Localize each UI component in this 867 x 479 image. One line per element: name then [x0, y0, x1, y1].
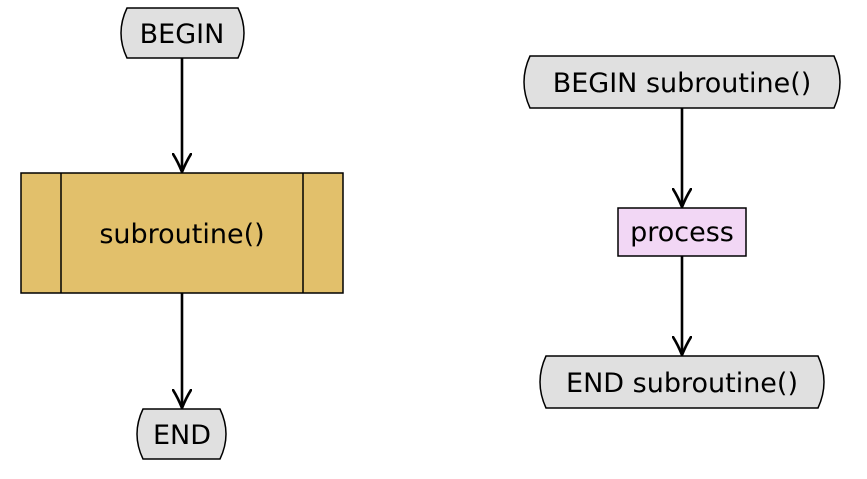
end-label: END [153, 420, 211, 451]
subroutine-end-label: END subroutine() [566, 368, 798, 399]
begin-terminal-shape [120, 7, 245, 59]
subroutine-call-block: subroutine() [20, 172, 344, 294]
subroutine-begin-label: BEGIN subroutine() [553, 68, 812, 99]
main-flow: BEGIN subroutine() END [20, 7, 344, 460]
process-block: process [617, 207, 747, 257]
end-terminal-shape [136, 408, 227, 460]
subroutine-flow: BEGIN subroutine() process END subroutin… [523, 55, 841, 409]
subroutine-begin-shape [523, 55, 841, 109]
process-label: process [630, 217, 734, 248]
subroutine-begin-terminal: BEGIN subroutine() [523, 55, 841, 109]
subroutine-end-terminal: END subroutine() [539, 355, 825, 409]
subroutine-end-shape [539, 355, 825, 409]
begin-label: BEGIN [140, 19, 225, 50]
begin-terminal: BEGIN [120, 7, 245, 59]
subroutine-call-shape [20, 172, 344, 294]
subroutine-call-label: subroutine() [99, 219, 264, 250]
end-terminal: END [136, 408, 227, 460]
